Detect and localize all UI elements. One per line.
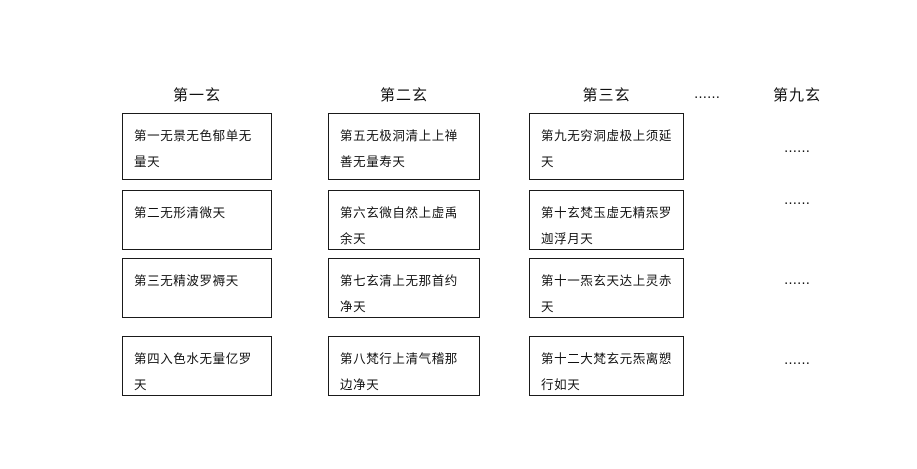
cell-box: 第七玄清上无那首约净天 <box>328 258 480 318</box>
ellipsis-placeholder: …… <box>784 353 810 368</box>
column-header-third-xuan: 第三玄 <box>582 86 631 104</box>
cell-box: 第十二大梵玄元炁离愬行如天 <box>529 336 684 396</box>
cell-box: 第六玄微自然上虚禹余天 <box>328 190 480 250</box>
cell-box: 第九无穷洞虚极上须延天 <box>529 113 684 180</box>
ellipsis-placeholder: …… <box>784 273 810 288</box>
column-header-row: 第一玄 第二玄 第三玄 …… 第九玄 <box>0 84 917 110</box>
column-header-ellipsis: …… <box>694 87 720 102</box>
column-header-ninth-xuan: 第九玄 <box>772 86 821 104</box>
cell-box: 第八梵行上清气稽那边净天 <box>328 336 480 396</box>
ellipsis-placeholder: …… <box>784 193 810 208</box>
cell-box: 第十一炁玄天达上灵赤天 <box>529 258 684 318</box>
cell-box: 第十玄梵玉虚无精炁罗迦浮月天 <box>529 190 684 250</box>
cell-box: 第三无精波罗褥天 <box>122 258 272 318</box>
cell-box: 第四入色水无量亿罗天 <box>122 336 272 396</box>
cell-box: 第一无景无色郁单无量天 <box>122 113 272 180</box>
cell-box: 第二无形清微天 <box>122 190 272 250</box>
ellipsis-placeholder: …… <box>784 141 810 156</box>
cell-box: 第五无极洞清上上禅善无量寿天 <box>328 113 480 180</box>
column-header-second-xuan: 第二玄 <box>379 86 428 104</box>
column-header-first-xuan: 第一玄 <box>172 86 221 104</box>
